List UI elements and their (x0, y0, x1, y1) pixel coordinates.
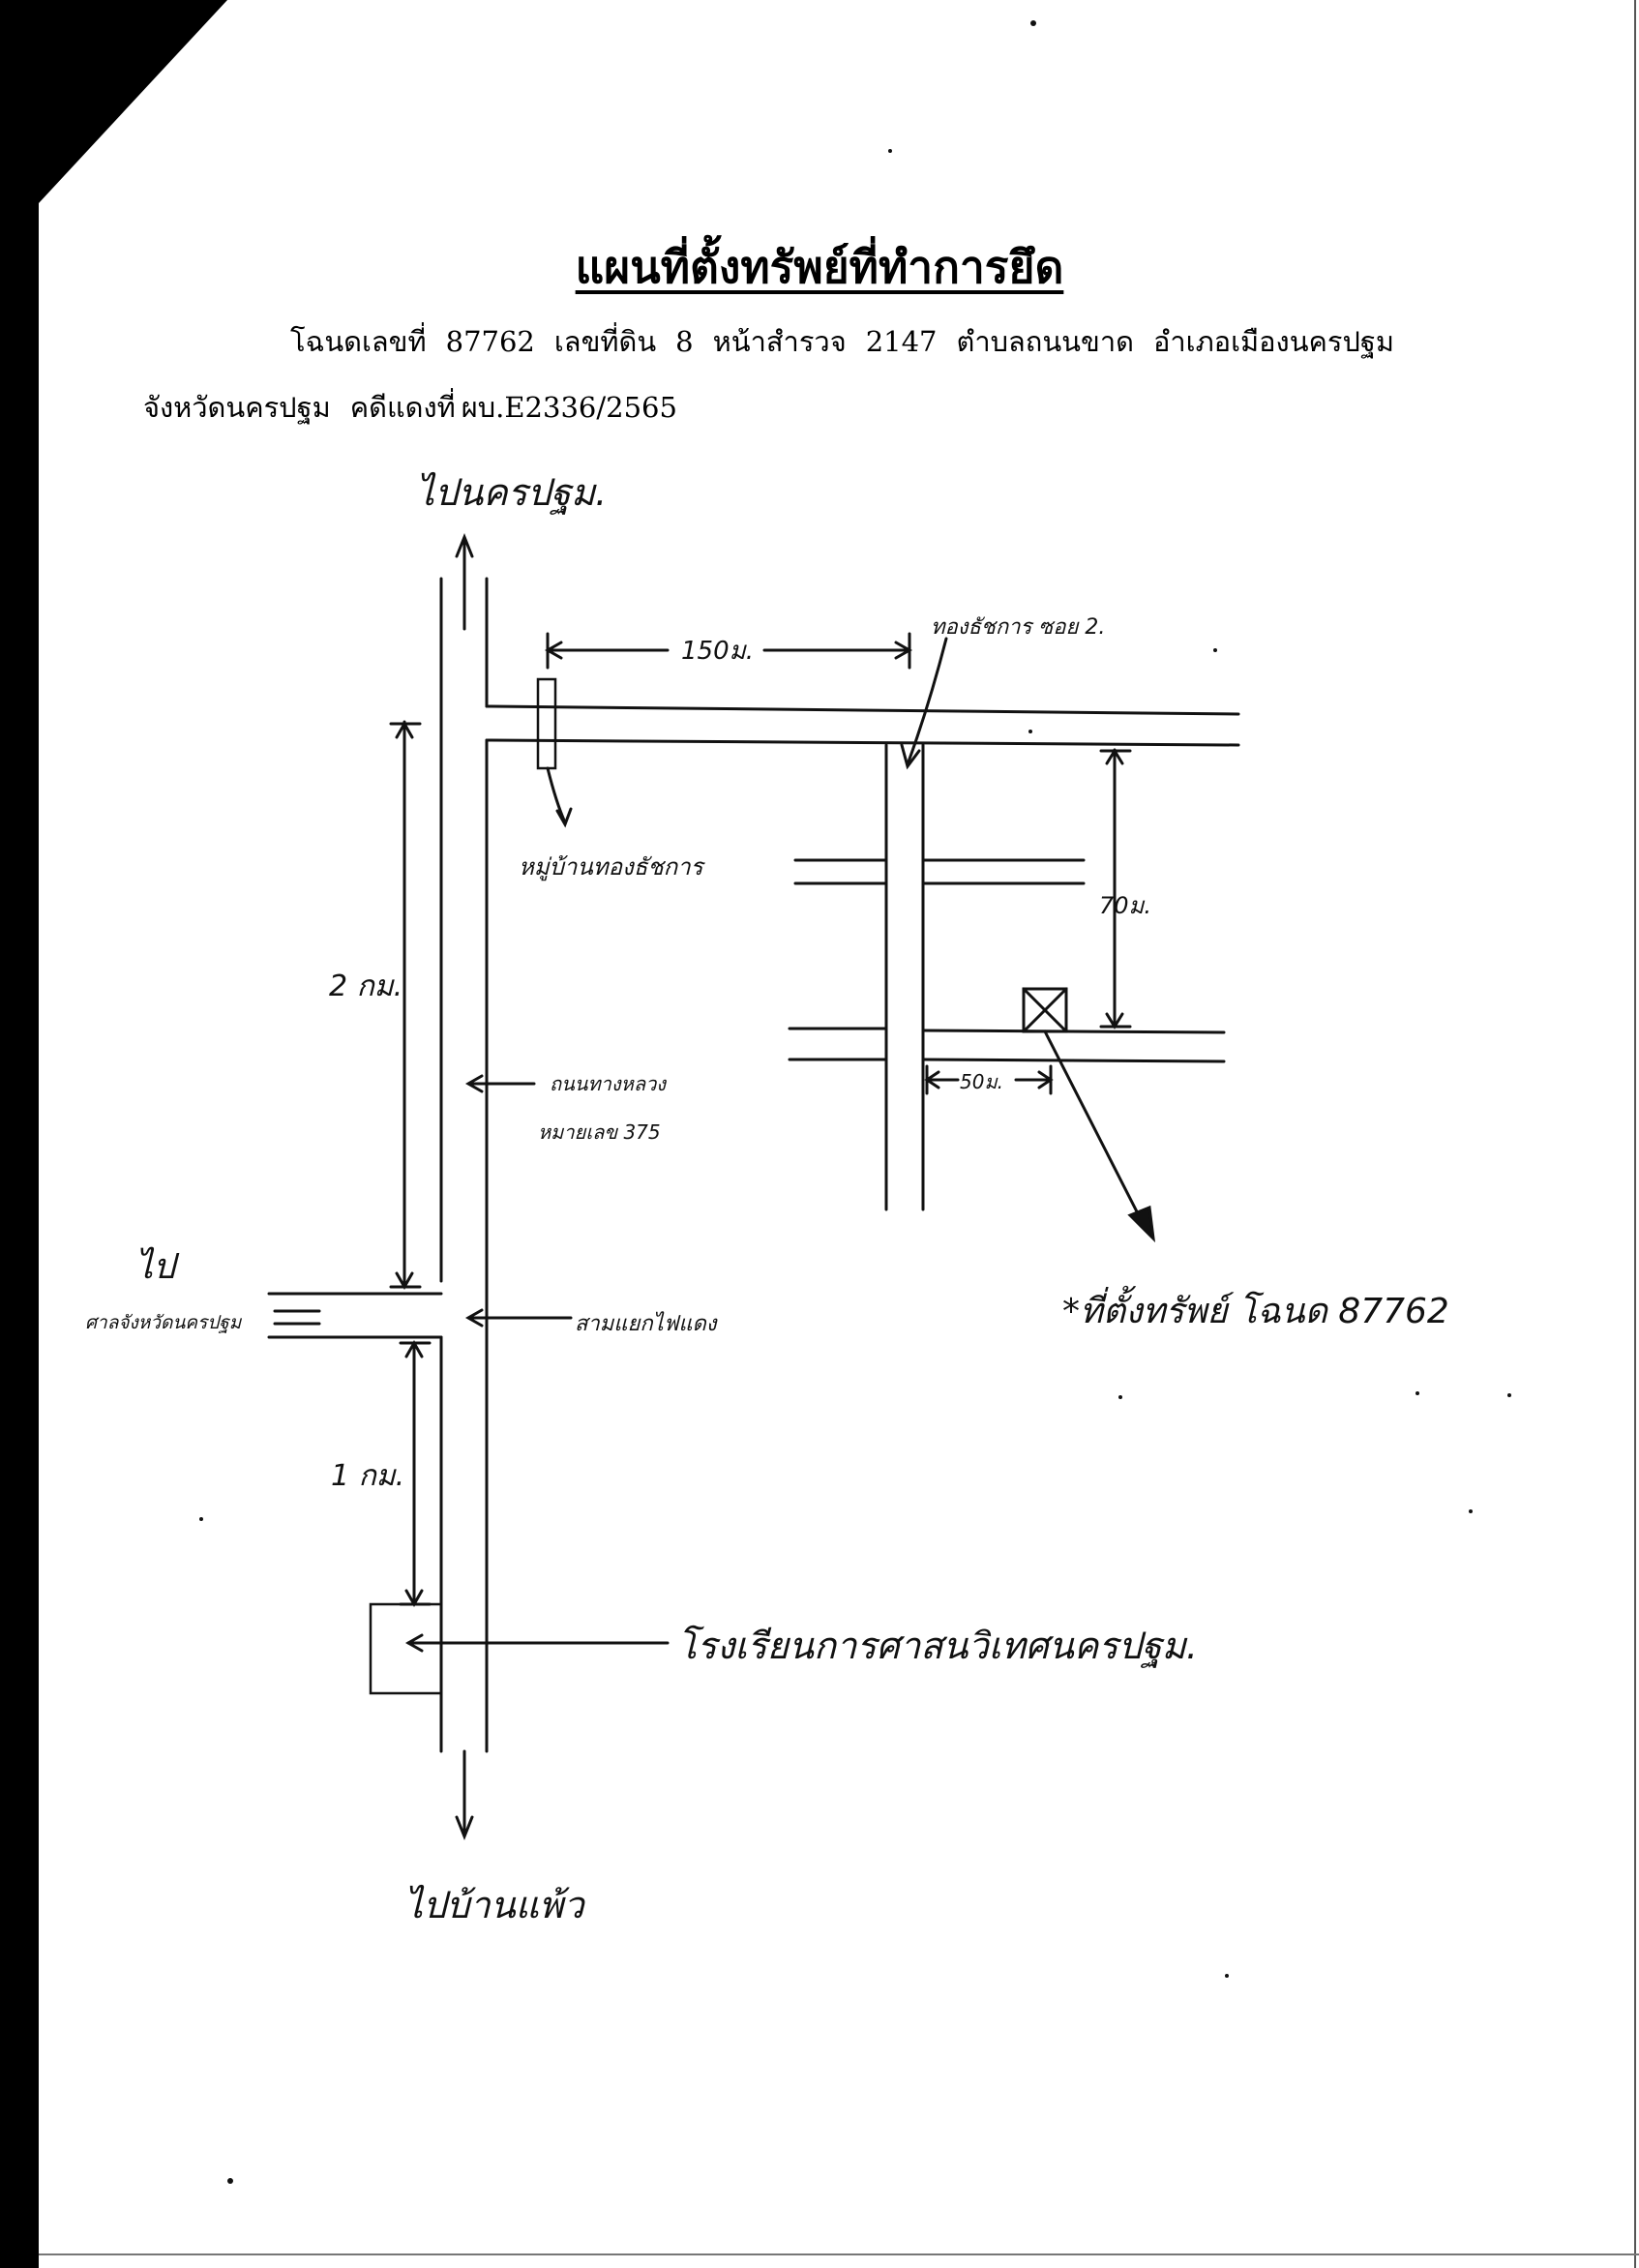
village-marker (536, 677, 557, 770)
district: อำเภอเมืองนครปฐม (1152, 325, 1395, 358)
deed-label: โฉนดเลขที่ (290, 325, 427, 358)
school-building (369, 1602, 443, 1695)
property-pointer-arrow (1127, 1205, 1156, 1243)
province: จังหวัดนครปฐม (143, 391, 331, 424)
distance-70m-label: 70ม. (1099, 892, 1151, 919)
case-info-line: จังหวัดนครปฐม คดีแดงที่ผบ.E2336/2565 (143, 385, 697, 430)
document-title: แผนที่ตั้งทรัพย์ที่ทำการยึด (575, 241, 1064, 293)
deed-info-line: โฉนดเลขที่ 87762 เลขที่ดิน 8 หน้าสำรวจ 2147 ตำ… (290, 319, 1414, 364)
survey-page-label: หน้าสำรวจ (712, 325, 847, 358)
soi-2-label: ทองธัชการ ซอย 2. (931, 615, 1106, 640)
property-location-label: *ที่ตั้งทรัพย์ โฉนด 87762 (1062, 1292, 1449, 1331)
case-label: คดีแดงที่ (349, 391, 456, 424)
school-label: โรงเรียนการศาสนวิเทศนครปฐม. (677, 1625, 1198, 1667)
traffic-light-junction-label: สามแยกไฟแดง (575, 1312, 717, 1336)
west-to-label: ไป (135, 1247, 175, 1287)
south-arrow (455, 1815, 474, 1841)
survey-page-number: 2147 (865, 325, 938, 358)
land-number: 8 (675, 325, 694, 358)
land-no-label: เลขที่ดิน (553, 325, 657, 358)
to-ban-phaeo-label: ไปบ้านแพ้ว (404, 1884, 584, 1926)
distance-2km-label: 2 กม. (329, 970, 403, 1003)
soi-road-top-edge (485, 704, 1240, 716)
distance-1km-label: 1 กม. (331, 1459, 405, 1493)
highway-label: ถนนทางหลวง (550, 1072, 667, 1095)
north-arrow (455, 532, 474, 558)
to-court-label: ศาลจังหวัดนครปฐม (85, 1312, 242, 1333)
highway-number-label: หมายเลข 375 (538, 1120, 661, 1144)
distance-150m-label: 150ม. (681, 637, 755, 666)
case-number: ผบ.E2336/2565 (461, 391, 677, 424)
deed-number: 87762 (445, 325, 535, 358)
village-label: หมู่บ้านทองธัชการ (519, 853, 703, 880)
to-nakhon-pathom-label: ไปนครปฐม. (416, 471, 608, 514)
subdistrict: ตำบลถนนขาด (956, 325, 1134, 358)
soi-road-bottom-edge (485, 738, 1240, 747)
distance-50m-label: 50ม. (960, 1070, 1003, 1093)
